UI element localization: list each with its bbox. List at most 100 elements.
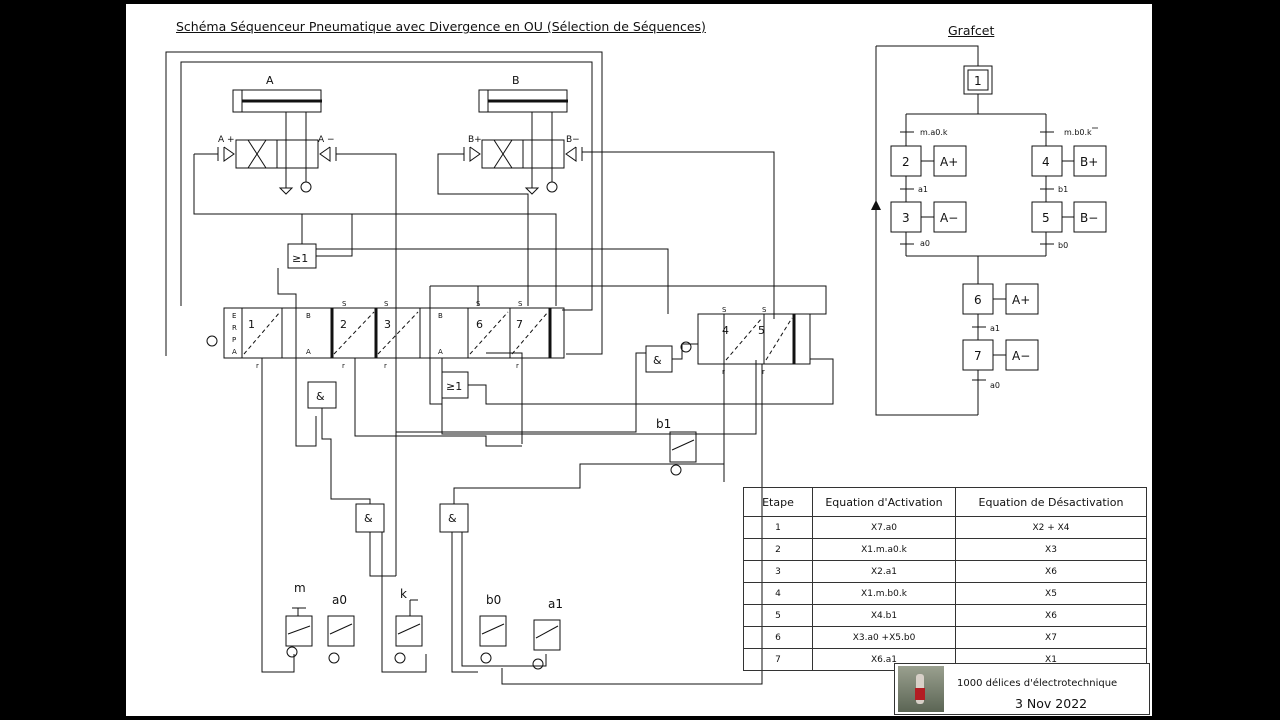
sensor-label: b0 xyxy=(486,593,501,607)
cylinder-label: A xyxy=(266,74,274,87)
module-label: 1 xyxy=(248,318,255,331)
grafcet-action: A+ xyxy=(940,155,958,169)
page-title: Schéma Séquenceur Pneumatique avec Diver… xyxy=(176,19,706,34)
grafcet-transition: a1 xyxy=(918,185,928,194)
table-cell: X3.a0 +X5.b0 xyxy=(812,626,956,649)
grafcet-transition: b1 xyxy=(1058,185,1068,194)
grafcet-action: A− xyxy=(1012,349,1030,363)
sensor-label: m xyxy=(294,581,306,595)
grafcet-transition: m.b0.k xyxy=(1064,128,1092,137)
port-label: r xyxy=(762,368,765,376)
grafcet-transition: m.a0.k xyxy=(920,128,948,137)
grafcet-transition: a0 xyxy=(990,381,1000,390)
grafcet-step: 5 xyxy=(1042,211,1050,225)
table-cell: 2 xyxy=(743,538,813,561)
module-label: 4 xyxy=(722,324,729,337)
gate-label: ≥1 xyxy=(292,252,308,265)
table-cell: X7 xyxy=(955,626,1147,649)
table-cell: X6 xyxy=(955,560,1147,583)
grafcet-step: 6 xyxy=(974,293,982,307)
table-cell: X2.a1 xyxy=(812,560,956,583)
table-cell: X7.a0 xyxy=(812,516,956,539)
table-cell: X3 xyxy=(955,538,1147,561)
grafcet-step: 2 xyxy=(902,155,910,169)
valve-port-label: B+ xyxy=(468,135,482,145)
module-label: 3 xyxy=(384,318,391,331)
table-cell: X4.b1 xyxy=(812,604,956,627)
gate-label: & xyxy=(364,512,373,525)
gate-label: ≥1 xyxy=(446,380,462,393)
port-label: B xyxy=(438,312,443,320)
sensor-label: a0 xyxy=(332,593,347,607)
port-label: S xyxy=(342,300,347,308)
port-label: R xyxy=(232,324,237,332)
sensor-label: k xyxy=(400,587,407,601)
port-label: A xyxy=(232,348,237,356)
grafcet-step: 4 xyxy=(1042,155,1050,169)
grafcet-step: 3 xyxy=(902,211,910,225)
port-label: A xyxy=(438,348,443,356)
table-cell: 7 xyxy=(743,648,813,671)
table-cell: X5 xyxy=(955,582,1147,605)
port-label: A xyxy=(306,348,311,356)
port-label: S xyxy=(762,306,767,314)
port-label: S xyxy=(384,300,389,308)
grafcet-action: B+ xyxy=(1080,155,1098,169)
port-label: r xyxy=(342,362,345,370)
port-label: E xyxy=(232,312,236,320)
valve-port-label: A − xyxy=(318,135,335,145)
grafcet-title: Grafcet xyxy=(948,23,995,38)
module-label: 6 xyxy=(476,318,483,331)
grafcet-action: B− xyxy=(1080,211,1098,225)
table-header-row: Etape Equation d'Activation Equation de … xyxy=(743,487,1147,517)
module-label: 2 xyxy=(340,318,347,331)
sensor-label: b1 xyxy=(656,417,671,431)
gate-label: & xyxy=(653,354,662,367)
port-label: P xyxy=(232,336,236,344)
gate-label: & xyxy=(448,512,457,525)
port-label: r xyxy=(256,362,259,370)
equations-table: Etape Equation d'Activation Equation de … xyxy=(743,487,1147,671)
table-cell: 3 xyxy=(743,560,813,583)
column-header: Equation de Désactivation xyxy=(955,487,1147,517)
port-label: S xyxy=(518,300,523,308)
grafcet-transition: a1 xyxy=(990,324,1000,333)
grafcet-step: 7 xyxy=(974,349,982,363)
column-header: Equation d'Activation xyxy=(812,487,956,517)
table-cell: 1 xyxy=(743,516,813,539)
valve-port-label: B− xyxy=(566,135,580,145)
drawing-date: 3 Nov 2022 xyxy=(1015,696,1088,711)
port-label: r xyxy=(516,362,519,370)
signature-box: 1000 délices d'électrotechnique 3 Nov 20… xyxy=(894,663,1150,715)
author-photo xyxy=(898,666,944,712)
grafcet-action: A− xyxy=(940,211,958,225)
table-cell: X6 xyxy=(955,604,1147,627)
gate-label: & xyxy=(316,390,325,403)
column-header: Etape xyxy=(743,487,813,517)
port-label: r xyxy=(722,368,725,376)
table-cell: 4 xyxy=(743,582,813,605)
grafcet-transition: a0 xyxy=(920,239,930,248)
port-label: S xyxy=(476,300,481,308)
grafcet-action: A+ xyxy=(1012,293,1030,307)
module-label: 7 xyxy=(516,318,523,331)
author-name: 1000 délices d'électrotechnique xyxy=(957,678,1118,689)
port-label: S xyxy=(722,306,727,314)
table-cell: 6 xyxy=(743,626,813,649)
sensor-label: a1 xyxy=(548,597,563,611)
port-label: r xyxy=(384,362,387,370)
cylinder-label: B xyxy=(512,74,520,87)
table-cell: X1.m.b0.k xyxy=(812,582,956,605)
table-cell: X2 + X4 xyxy=(955,516,1147,539)
port-label: B xyxy=(306,312,311,320)
grafcet-initial-step: 1 xyxy=(974,74,982,88)
valve-port-label: A + xyxy=(218,135,235,145)
grafcet-transition: b0 xyxy=(1058,241,1068,250)
table-cell: 5 xyxy=(743,604,813,627)
drawing-sheet: A B A + A − B+ B− 1 2 3 6 7 4 5 ≥1 ≥1 & … xyxy=(126,4,1152,716)
